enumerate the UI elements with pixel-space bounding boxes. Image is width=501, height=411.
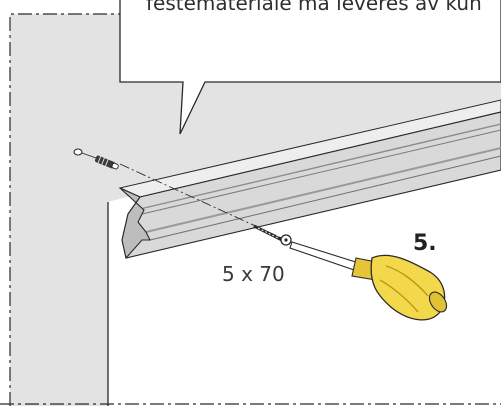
callout-text: festemateriale må leveres av kun	[146, 0, 482, 15]
step-number: 5.	[413, 231, 437, 256]
screwdriver	[289, 241, 448, 321]
callout-bubble	[119, 0, 501, 135]
screw	[253, 224, 292, 246]
wall	[0, 13, 501, 406]
ceiling-rail	[118, 99, 501, 260]
screw-size-label: 5 x 70	[222, 262, 285, 286]
wall-plug	[73, 148, 119, 170]
